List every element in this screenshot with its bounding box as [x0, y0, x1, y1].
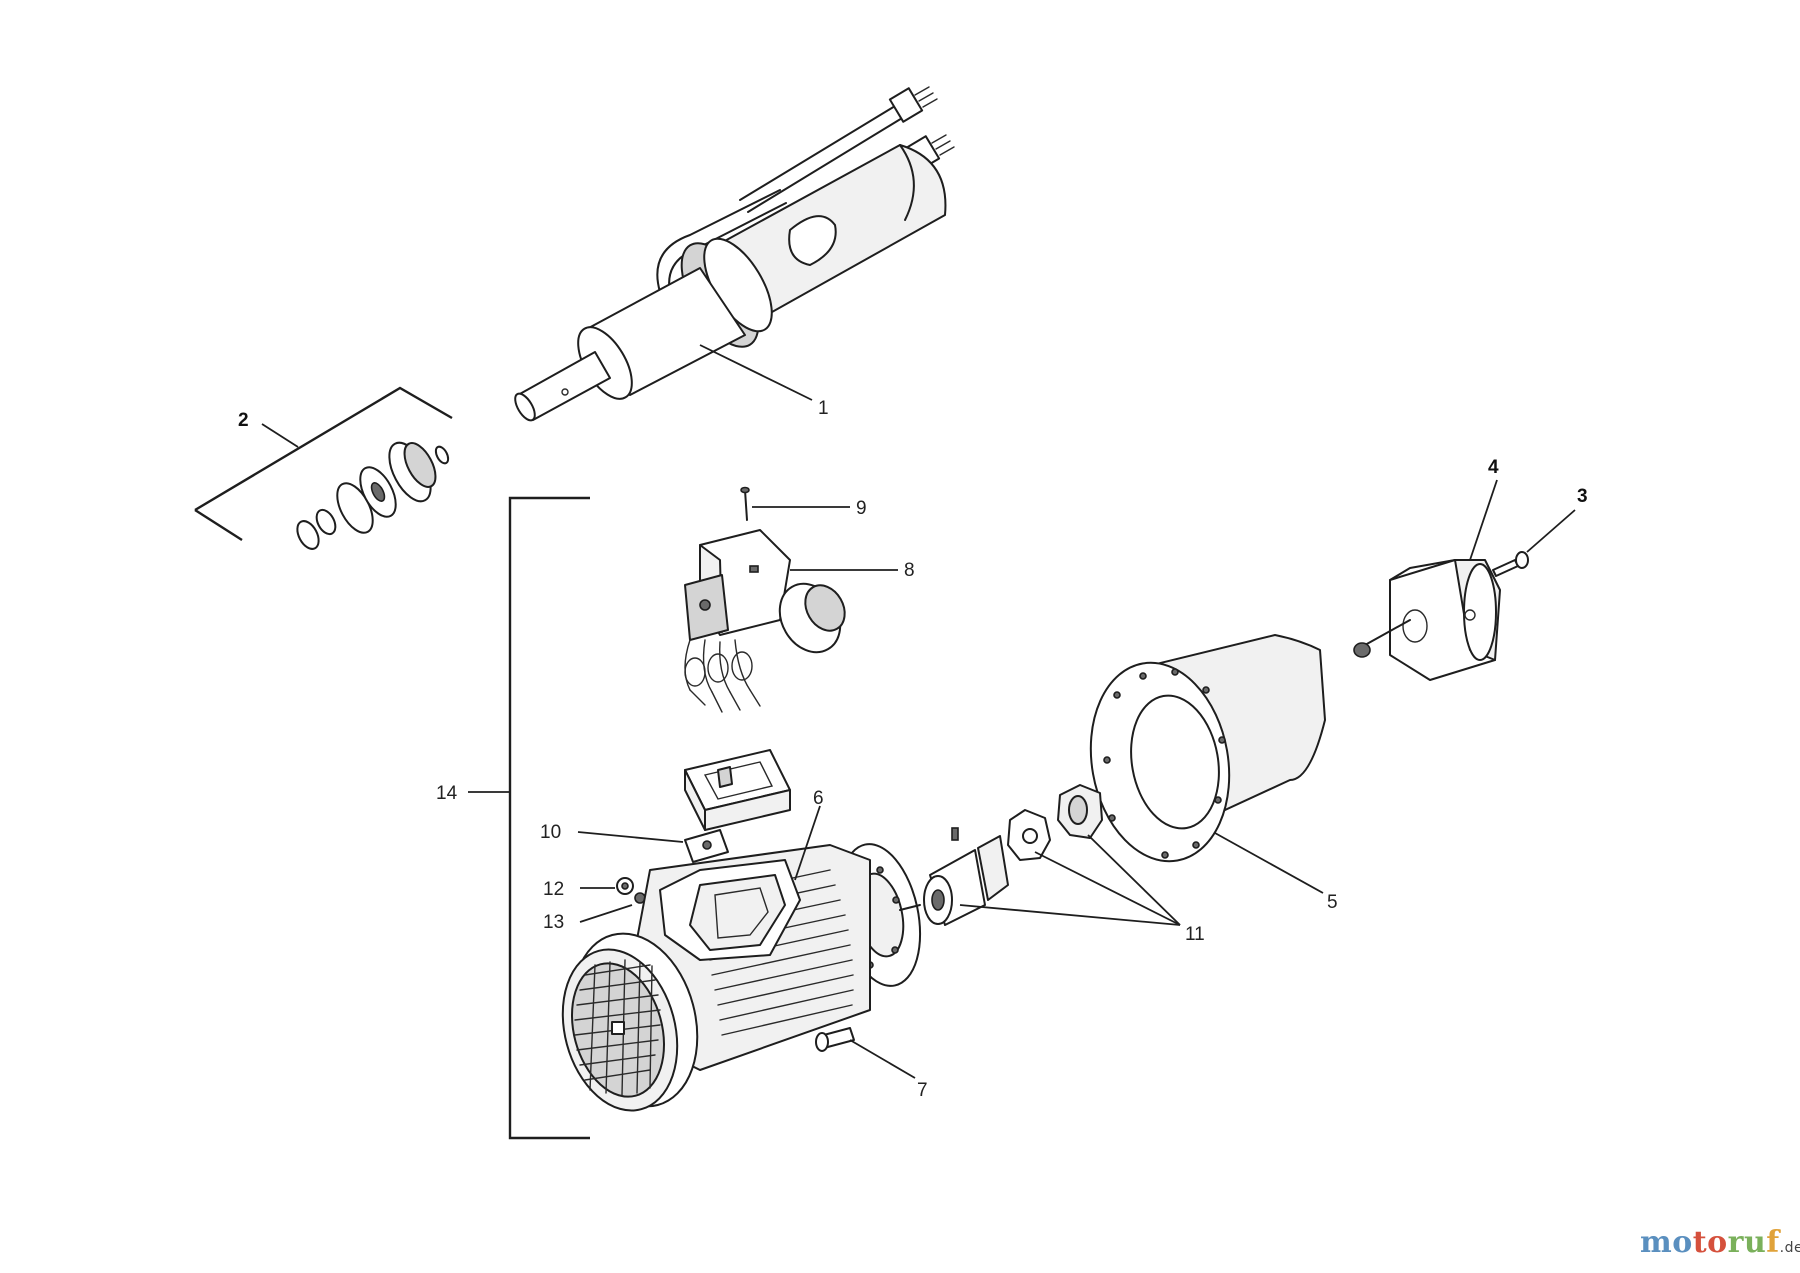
leader-13 — [579, 904, 633, 923]
gasket — [684, 829, 729, 863]
callout-2: 2 — [238, 410, 249, 431]
callout-7: 7 — [917, 1080, 928, 1101]
gear-pump — [1353, 559, 1501, 681]
logo-suffix: .de — [1779, 1240, 1800, 1256]
terminal-box-base — [684, 749, 791, 831]
leader-1 — [699, 344, 813, 401]
callout-14: 14 — [436, 783, 458, 804]
leader-11c — [1087, 834, 1181, 926]
electric-motor — [561, 843, 922, 1112]
shaft-coupling — [923, 784, 1103, 926]
callout-9: 9 — [856, 498, 867, 519]
leader-3 — [1526, 509, 1576, 553]
leader-6 — [794, 805, 821, 881]
callout-10: 10 — [540, 822, 561, 843]
leader-11a — [959, 904, 1181, 926]
seal-kit — [194, 386, 453, 550]
mounting-bolt — [815, 1027, 855, 1052]
callout-6: 6 — [813, 788, 824, 809]
callout-4: 4 — [1488, 457, 1499, 478]
bell-housing — [1089, 634, 1326, 863]
logo-part-4: f — [1766, 1225, 1780, 1260]
hex-nut — [616, 877, 634, 895]
cover-screw — [740, 486, 750, 521]
pump-screw — [1492, 551, 1529, 577]
callout-1: 1 — [818, 398, 829, 419]
callout-3: 3 — [1577, 486, 1588, 507]
callout-13: 13 — [543, 912, 564, 933]
logo-part-2: to — [1692, 1225, 1728, 1260]
capacitor-terminal-block — [684, 529, 846, 713]
leader-5 — [1214, 832, 1324, 894]
leader-7 — [849, 1039, 916, 1079]
leader-11b — [1034, 851, 1181, 926]
motoruf-logo: motoruf.de — [1640, 1225, 1800, 1260]
leader-4 — [1469, 479, 1498, 561]
callout-12: 12 — [543, 879, 564, 900]
callout-11: 11 — [1185, 924, 1205, 945]
hydraulic-cylinder — [514, 86, 955, 422]
leader-2 — [261, 423, 299, 448]
callout-8: 8 — [904, 560, 915, 581]
callout-5: 5 — [1327, 892, 1338, 913]
logo-part-1: mo — [1640, 1225, 1693, 1260]
leader-10 — [577, 831, 684, 843]
assembly-bracket — [508, 496, 590, 1140]
logo-part-3: ru — [1727, 1225, 1767, 1260]
